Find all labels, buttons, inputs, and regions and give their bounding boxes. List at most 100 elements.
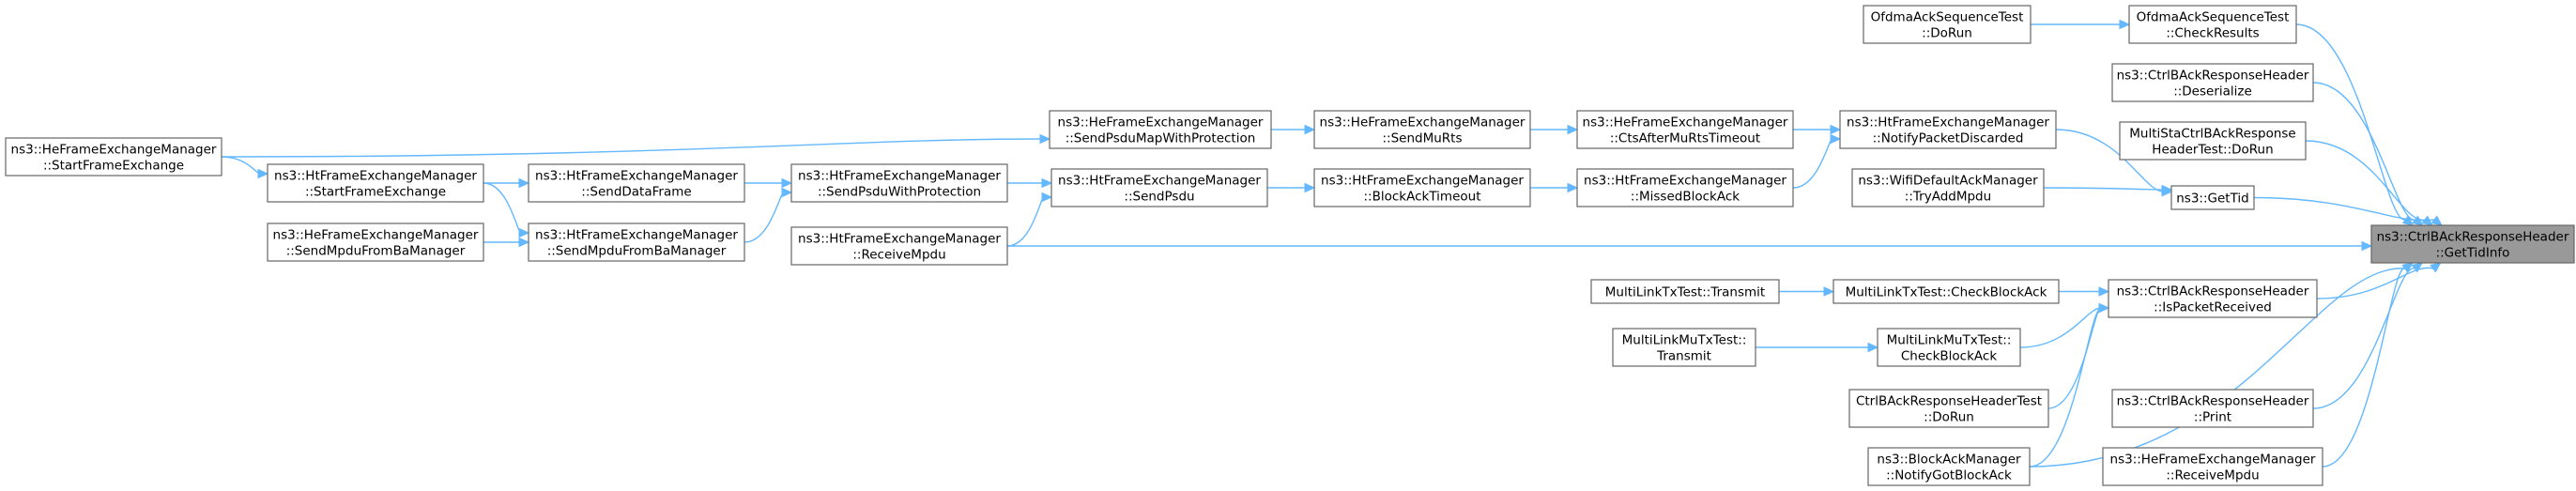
graph-node-senddataframe[interactable]: ns3::HtFrameExchangeManager::SendDataFra…: [528, 163, 745, 203]
edge-arrowhead: [2430, 215, 2444, 226]
graph-node-he_startframe[interactable]: ns3::HeFrameExchangeManager::StartFrameE…: [5, 137, 222, 176]
call-edge: [2253, 196, 2435, 222]
call-edge: [2295, 23, 2406, 221]
graph-node-he_sendmpdufromba[interactable]: ns3::HeFrameExchangeManager::SendMpduFro…: [267, 222, 484, 262]
node-box[interactable]: [1590, 279, 1780, 304]
node-label: ::SendMpduFromBaManager: [547, 244, 727, 259]
node-label: ns3::HeFrameExchangeManager: [1058, 115, 1264, 130]
node-box[interactable]: [1050, 168, 1268, 207]
graph-node-tryaddmpdu[interactable]: ns3::WifiDefaultAckManager::TryAddMpdu: [1851, 168, 2045, 207]
node-label: ns3::HtFrameExchangeManager: [1058, 174, 1261, 189]
graph-node-ispacketreceived[interactable]: ns3::CtrlBAckResponseHeader::IsPacketRec…: [2108, 279, 2318, 318]
call-edge: [2322, 268, 2406, 468]
call-edge: [2043, 187, 2165, 191]
node-label: ::CtsAfterMuRtsTimeout: [1610, 131, 1760, 146]
node-box[interactable]: [790, 163, 1008, 203]
graph-node-deserialize[interactable]: ns3::CtrlBAckResponseHeader::Deserialize: [2111, 63, 2314, 102]
node-box[interactable]: [2170, 185, 2255, 210]
node-label: ::DoRun: [1922, 26, 1972, 41]
node-box[interactable]: [1848, 389, 2049, 428]
node-box[interactable]: [528, 163, 745, 203]
graph-node-multilinkmutx_checkblockack[interactable]: MultiLinkMuTxTest::CheckBlockAck: [1877, 328, 2021, 367]
node-box[interactable]: [1313, 110, 1531, 149]
node-box[interactable]: [1313, 168, 1531, 207]
node-label: ns3::GetTid: [2176, 192, 2249, 207]
node-box[interactable]: [2128, 5, 2297, 44]
node-label: ns3::CtrlBAckResponseHeader: [2117, 284, 2309, 299]
node-box[interactable]: [2102, 447, 2323, 486]
graph-node-ctrlbackresp_dorun[interactable]: CtrlBAckResponseHeaderTest::DoRun: [1848, 389, 2049, 428]
edge-arrowhead: [1304, 124, 1316, 135]
graph-node-sendpsdumap[interactable]: ns3::HeFrameExchangeManager::SendPsduMap…: [1049, 110, 1272, 149]
call-edge: [2312, 268, 2415, 409]
graph-node-he_receivempdu[interactable]: ns3::HeFrameExchangeManager::ReceiveMpdu: [2102, 447, 2323, 486]
graph-node-sendpsduwithprot[interactable]: ns3::HtFrameExchangeManager::SendPsduWit…: [790, 163, 1008, 203]
node-box[interactable]: [1839, 110, 2057, 149]
node-label: ::ReceiveMpdu: [852, 248, 945, 263]
node-box[interactable]: [2370, 224, 2575, 264]
graph-node-multilinktx_transmit[interactable]: MultiLinkTxTest::Transmit: [1590, 279, 1780, 304]
node-label: ::NotifyPacketDiscarded: [1873, 131, 2024, 146]
node-box[interactable]: [2119, 121, 2307, 161]
graph-node-sendpsdu[interactable]: ns3::HtFrameExchangeManager::SendPsdu: [1050, 168, 1268, 207]
edge-arrowhead: [2119, 19, 2131, 30]
node-box[interactable]: [1576, 110, 1794, 149]
graph-node-ht_sendmpdufromba[interactable]: ns3::HtFrameExchangeManager::SendMpduFro…: [528, 222, 745, 262]
graph-node-multilinkmutx_transmit[interactable]: MultiLinkMuTxTest::Transmit: [1612, 328, 1756, 367]
node-label: ::Print: [2194, 410, 2231, 425]
graph-node-notifypacketdiscarded[interactable]: ns3::HtFrameExchangeManager::NotifyPacke…: [1839, 110, 2057, 149]
node-box[interactable]: [1576, 168, 1794, 207]
node-label: ::SendPsdu: [1124, 190, 1194, 205]
node-label: ns3::HeFrameExchangeManager: [1583, 115, 1788, 130]
graph-node-ht_receivempdu[interactable]: ns3::HtFrameExchangeManager::ReceiveMpdu: [790, 226, 1008, 266]
graph-node-ht_startframe[interactable]: ns3::HtFrameExchangeManager::StartFrameE…: [267, 163, 484, 203]
node-box[interactable]: [267, 222, 484, 262]
node-label: ns3::HeFrameExchangeManager: [2110, 453, 2316, 468]
edge-arrowhead: [1830, 124, 1842, 135]
node-label: ::SendPsduMapWithProtection: [1066, 131, 1256, 146]
graph-node-notifygotblockack[interactable]: ns3::BlockAckManager::NotifyGotBlockAck: [1867, 447, 2031, 486]
graph-node-blockacktimeout[interactable]: ns3::HtFrameExchangeManager::BlockAckTim…: [1313, 168, 1531, 207]
node-label: ::Deserialize: [2173, 84, 2252, 100]
node-label: CheckBlockAck: [1901, 349, 1997, 364]
node-box[interactable]: [528, 222, 745, 262]
node-label: CtrlBAckResponseHeaderTest: [1856, 394, 2042, 409]
node-box[interactable]: [790, 226, 1008, 266]
node-box[interactable]: [1049, 110, 1272, 149]
graph-node-target[interactable]: ns3::CtrlBAckResponseHeader::GetTidInfo: [2370, 224, 2575, 264]
node-label: ns3::HtFrameExchangeManager: [535, 169, 738, 184]
call-edge: [2316, 267, 2433, 299]
node-box[interactable]: [267, 163, 484, 203]
node-label: ::SendMpduFromBaManager: [286, 244, 466, 259]
graph-node-ctsaftermurts[interactable]: ns3::HeFrameExchangeManager::CtsAfterMuR…: [1576, 110, 1794, 149]
graph-node-checkresults[interactable]: OfdmaAckSequenceTest::CheckResults: [2128, 5, 2297, 44]
graph-node-gettid[interactable]: ns3::GetTid: [2170, 185, 2255, 210]
node-box[interactable]: [2111, 63, 2314, 102]
graph-node-print[interactable]: ns3::CtrlBAckResponseHeader::Print: [2111, 389, 2314, 428]
node-label: ns3::HeFrameExchangeManager: [11, 143, 217, 158]
node-box[interactable]: [1612, 328, 1756, 367]
node-label: OfdmaAckSequenceTest: [1871, 10, 2024, 25]
edge-arrowhead: [2401, 215, 2415, 226]
node-box[interactable]: [5, 137, 222, 176]
graph-node-multilinktx_checkblockack[interactable]: MultiLinkTxTest::CheckBlockAck: [1832, 279, 2060, 304]
node-label: ns3::HeFrameExchangeManager: [1320, 115, 1526, 130]
node-box[interactable]: [1877, 328, 2021, 367]
node-box[interactable]: [1832, 279, 2060, 304]
node-label: HeaderTest::DoRun: [2152, 143, 2273, 158]
node-box[interactable]: [1851, 168, 2045, 207]
node-label: MultiLinkTxTest::CheckBlockAck: [1846, 285, 2047, 300]
graph-node-ofdma_dorun[interactable]: OfdmaAckSequenceTest::DoRun: [1863, 5, 2032, 44]
node-label: ns3::HtFrameExchangeManager: [1584, 174, 1786, 189]
node-box[interactable]: [1863, 5, 2032, 44]
graph-node-multista_dorun[interactable]: MultiStaCtrlBAckResponseHeaderTest::DoRu…: [2119, 121, 2307, 161]
graph-node-missedblockack[interactable]: ns3::HtFrameExchangeManager::MissedBlock…: [1576, 168, 1794, 207]
call-edge: [221, 156, 261, 175]
node-box[interactable]: [1867, 447, 2031, 486]
edge-arrowhead: [1304, 182, 1316, 193]
node-box[interactable]: [2111, 389, 2314, 428]
graph-node-sendmurts[interactable]: ns3::HeFrameExchangeManager::SendMuRts: [1313, 110, 1531, 149]
node-box[interactable]: [2108, 279, 2318, 318]
node-label: ::GetTidInfo: [2436, 246, 2510, 261]
